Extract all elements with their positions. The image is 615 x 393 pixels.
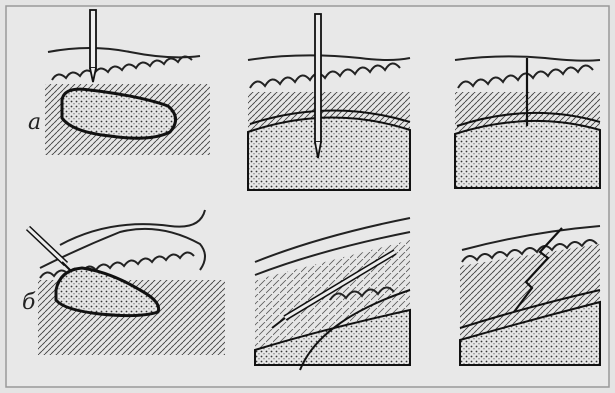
row-label-b: б bbox=[22, 290, 35, 315]
row-label-a: а bbox=[28, 110, 41, 135]
